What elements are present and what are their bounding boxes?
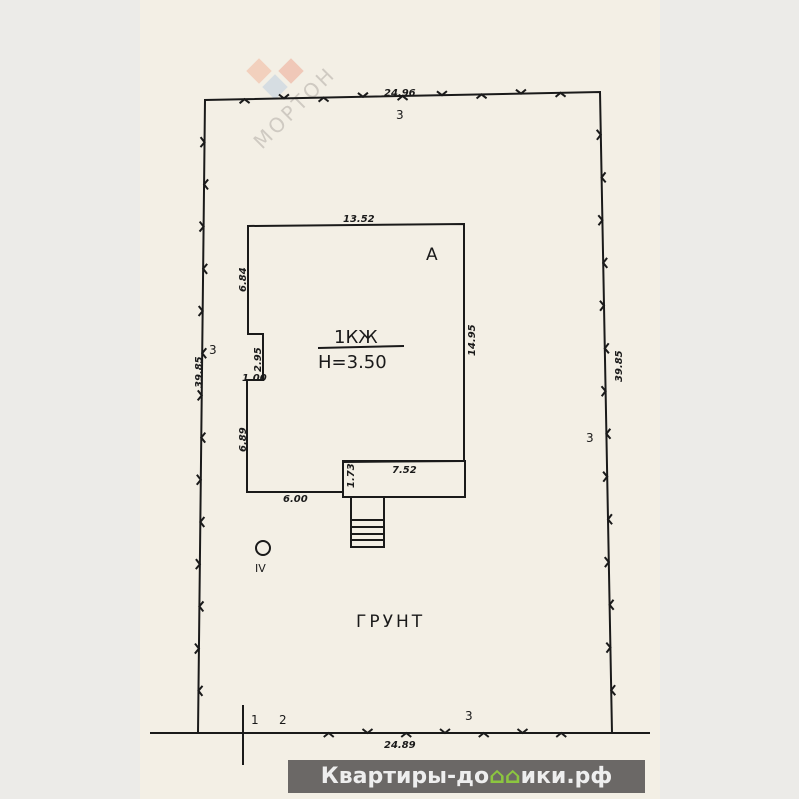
point-2-label: 2 [279, 713, 287, 727]
house-icon: ⌂⌂ [489, 764, 521, 789]
dim-bottom-left: 6.00 [283, 494, 308, 505]
building-material: 1КЖ [334, 327, 378, 348]
well-label: IV [255, 562, 266, 575]
fence-tick [198, 600, 205, 613]
fence-tick [195, 474, 203, 486]
fence-tick [601, 257, 609, 269]
fence-tick [599, 300, 606, 312]
fence-tick [475, 93, 488, 100]
fence-tick [197, 685, 204, 697]
dim-porch-width: 1.73 [346, 463, 357, 488]
fence-tick [439, 728, 451, 735]
fence-tick [554, 91, 567, 98]
fence-tick [194, 642, 201, 655]
fence-tick [600, 385, 607, 397]
fence-tick [198, 220, 205, 233]
fence-tick [608, 599, 615, 611]
fence-tick [200, 347, 208, 359]
fence-tick [515, 88, 527, 95]
ground-label: ГРУНТ [356, 612, 425, 632]
porch [342, 460, 466, 498]
fence-tick [595, 129, 603, 141]
fence-tick [600, 171, 607, 184]
fence-tick [602, 471, 609, 483]
fence-tick [400, 731, 412, 738]
fence-tick [609, 684, 617, 696]
well-symbol [255, 540, 271, 556]
fence-tick [195, 558, 202, 570]
building-outline [246, 222, 465, 493]
watermark-banner: Квартиры-до⌂⌂ики.рф [288, 760, 645, 793]
fence-type-right: 3 [586, 431, 594, 445]
dim-notch-width: 1.00 [242, 373, 267, 384]
paper-sheet [140, 0, 660, 799]
fence-tick [478, 731, 490, 738]
dim-porch-length: 7.52 [392, 465, 417, 476]
left-length: 39.85 [194, 356, 205, 388]
fence-type-bottom: 3 [465, 709, 473, 723]
fence-tick [199, 136, 206, 148]
dim-notch-depth: 2.95 [253, 347, 264, 372]
fence-tick [278, 93, 290, 100]
fence-tick [357, 91, 369, 99]
bottom-length: 24.89 [384, 740, 416, 751]
dim-right: 14.95 [467, 324, 478, 356]
stairs [350, 496, 385, 548]
dim-left-lower: 6.89 [238, 427, 249, 452]
fence-type-left: 3 [209, 343, 217, 357]
dim-left-upper: 6.84 [238, 267, 249, 292]
fence-tick [597, 214, 604, 226]
fence-tick [606, 513, 613, 525]
fence-tick [603, 556, 611, 568]
fence-tick [605, 428, 612, 440]
fence-tick [202, 178, 209, 191]
fence-tick [323, 731, 335, 738]
watermark-logo [246, 58, 304, 100]
building-letter: А [426, 245, 438, 265]
fence-tick [396, 94, 409, 101]
fence-ticks [194, 88, 617, 738]
watermark-text-b: ики.рф [520, 764, 613, 789]
fence-tick [603, 342, 610, 354]
building-height: H=3.50 [318, 352, 387, 373]
fence-tick [555, 731, 567, 738]
fence-tick [516, 728, 529, 735]
dim-top: 13.52 [343, 214, 375, 225]
fence-tick [238, 97, 251, 105]
point-1-label: 1 [251, 713, 259, 727]
label-divider [317, 345, 405, 349]
fence-tick [197, 305, 204, 317]
fence-tick [199, 516, 206, 528]
fence-tick [436, 90, 448, 97]
fence-tick [605, 641, 612, 654]
right-length: 39.85 [614, 350, 625, 382]
fence-type-top: 3 [396, 108, 404, 122]
fence-tick [317, 96, 330, 103]
fence-tick [361, 728, 374, 735]
fence-tick [199, 432, 207, 444]
top-length: 24.96 [384, 88, 416, 99]
fence-tick [201, 263, 208, 275]
plot-boundary [197, 90, 613, 734]
fence-tick [196, 389, 204, 401]
watermark-text-a: Квартиры-до [320, 764, 490, 789]
